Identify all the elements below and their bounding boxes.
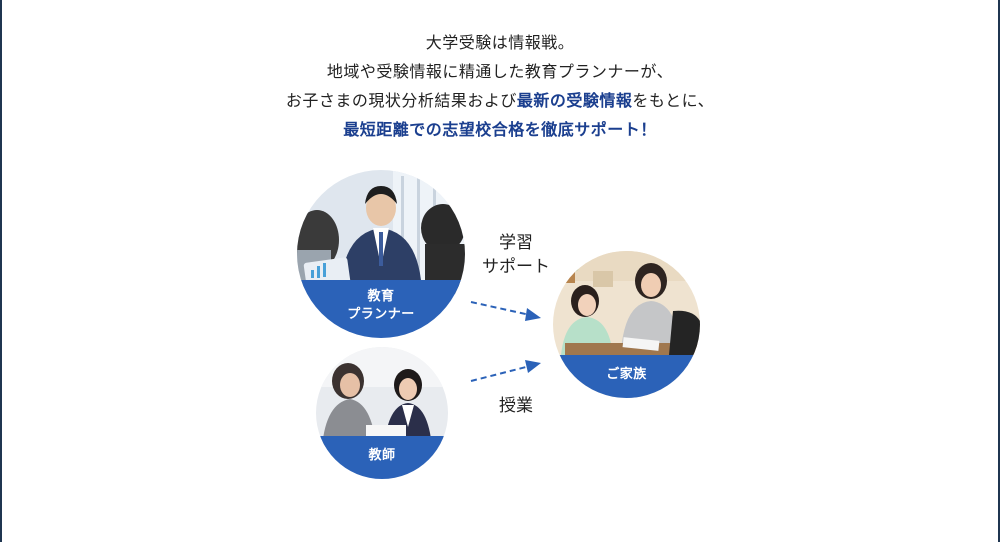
support-label-line2: サポート — [482, 257, 550, 277]
teacher-label-band: 教師 — [316, 436, 448, 479]
intro-line-2: 地域や受験情報に精通した教育プランナーが、 — [326, 62, 674, 81]
support-label-line1: 学習 — [499, 233, 533, 253]
intro-line-3-end: をもとに、 — [632, 91, 715, 110]
intro-text: 大学受験は情報戦。 地域や受験情報に精通した教育プランナーが、 お子さまの現状分… — [0, 28, 1000, 144]
class-arrow-label: 授業 — [499, 396, 533, 416]
teacher-label: 教師 — [368, 448, 396, 463]
intro-line-4-highlight: 最短距離での志望校合格を徹底サポート！ — [343, 120, 657, 139]
family-label: ご家族 — [606, 367, 647, 382]
family-circle: ご家族 — [553, 251, 700, 398]
planner-label-line1: 教育 — [367, 289, 395, 304]
intro-highlight-latest-info: 最新の受験情報 — [516, 91, 633, 110]
frame-border-left — [0, 0, 2, 542]
support-arrow-label: 学習 サポート — [470, 231, 562, 279]
intro-line-1: 大学受験は情報戦。 — [425, 33, 575, 52]
planner-label-band: 教育 プランナー — [297, 280, 465, 338]
arrow-teacher-to-family — [470, 360, 541, 382]
intro-line-3-start: お子さまの現状分析結果および — [285, 91, 517, 110]
planner-circle: 教育 プランナー — [297, 170, 465, 338]
planner-label-line2: プランナー — [347, 307, 415, 322]
teacher-circle: 教師 — [316, 347, 448, 479]
frame-border-right — [998, 0, 1000, 542]
arrow-planner-to-family — [470, 301, 541, 321]
intro-line-3: お子さまの現状分析結果および最新の受験情報をもとに、 — [0, 86, 1000, 115]
family-label-band: ご家族 — [553, 355, 700, 398]
